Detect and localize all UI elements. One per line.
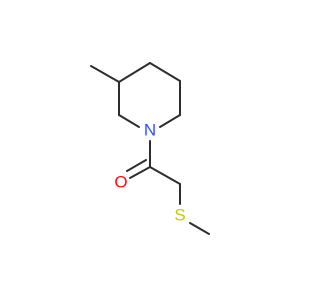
bond-carbonyl-oxygen-1 — [129, 166, 151, 179]
atom-label-oxygen: O — [114, 172, 127, 191]
bond-c3-c4 — [118, 62, 151, 83]
bond-methyl-c3 — [90, 65, 120, 83]
bond-carbonyl-ch2 — [149, 166, 181, 185]
bond-n1-c2 — [118, 114, 140, 128]
bond-carbonyl-oxygen-2 — [126, 159, 147, 172]
atom-label-sulfur: S — [174, 205, 185, 224]
bond-c6-n1 — [159, 114, 181, 128]
atom-label-layer: N O S — [114, 120, 185, 224]
bond-sulfur-methyl — [189, 222, 210, 235]
bond-layer — [90, 62, 210, 235]
molecule-diagram: N O S — [90, 62, 210, 235]
atom-label-nitrogen: N — [144, 120, 156, 139]
bond-c4-c5 — [149, 62, 181, 82]
